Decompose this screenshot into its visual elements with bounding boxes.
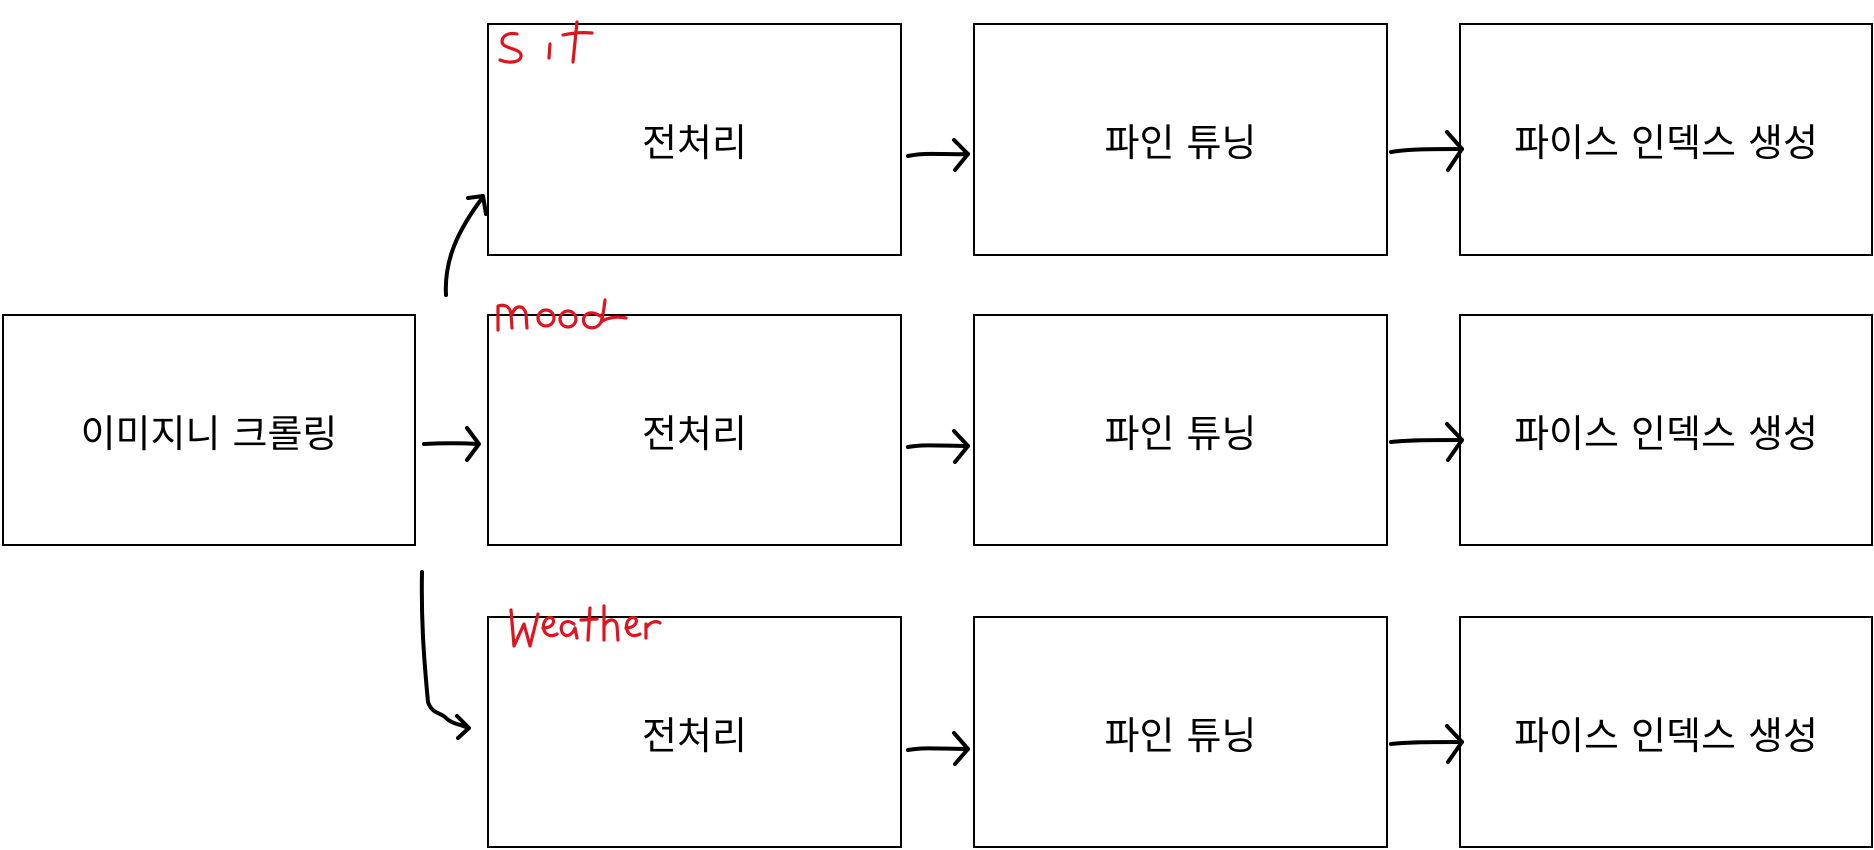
row2-finetune-box: 파인 튜닝	[973, 314, 1388, 546]
row1-faiss-label: 파이스 인덱스 생성	[1514, 121, 1818, 165]
row1-preprocess-box: 전처리	[487, 23, 902, 256]
crawling-box: 이미지니 크롤링	[2, 314, 416, 546]
row2-preprocess-box: 전처리	[487, 314, 902, 546]
row1-faiss-box: 파이스 인덱스 생성	[1459, 23, 1873, 256]
handwritten-sit-label	[498, 20, 594, 64]
row1-finetune-label: 파인 튜닝	[1104, 121, 1257, 165]
row2-faiss-box: 파이스 인덱스 생성	[1459, 314, 1873, 546]
row3-preprocess-label: 전처리	[642, 713, 747, 758]
row3-faiss-box: 파이스 인덱스 생성	[1459, 616, 1873, 848]
row2-finetune-label: 파인 튜닝	[1104, 411, 1257, 456]
arrow-crawl-to-weather	[419, 570, 471, 740]
arrow-crawl-to-sit	[443, 194, 488, 297]
handwritten-weather-label	[509, 604, 662, 648]
row2-faiss-label: 파이스 인덱스 생성	[1514, 411, 1818, 456]
crawling-label: 이미지니 크롤링	[80, 411, 338, 456]
row3-faiss-label: 파이스 인덱스 생성	[1514, 713, 1818, 758]
row1-finetune-box: 파인 튜닝	[973, 23, 1388, 256]
arrow-row3-preprocess-to-finetune	[906, 731, 970, 766]
row1-preprocess-label: 전처리	[642, 121, 747, 165]
arrow-crawl-to-mood	[422, 426, 481, 462]
arrow-row1-finetune-to-faiss	[1389, 130, 1464, 172]
handwritten-mood-label	[496, 298, 628, 332]
row3-finetune-label: 파인 튜닝	[1104, 713, 1257, 758]
arrow-row3-finetune-to-faiss	[1389, 724, 1464, 764]
arrow-row1-preprocess-to-finetune	[906, 138, 970, 172]
row3-preprocess-box: 전처리	[487, 616, 902, 848]
row2-preprocess-label: 전처리	[642, 411, 747, 456]
row3-finetune-box: 파인 튜닝	[973, 616, 1388, 848]
arrow-row2-preprocess-to-finetune	[906, 429, 970, 464]
arrow-row2-finetune-to-faiss	[1389, 422, 1464, 462]
